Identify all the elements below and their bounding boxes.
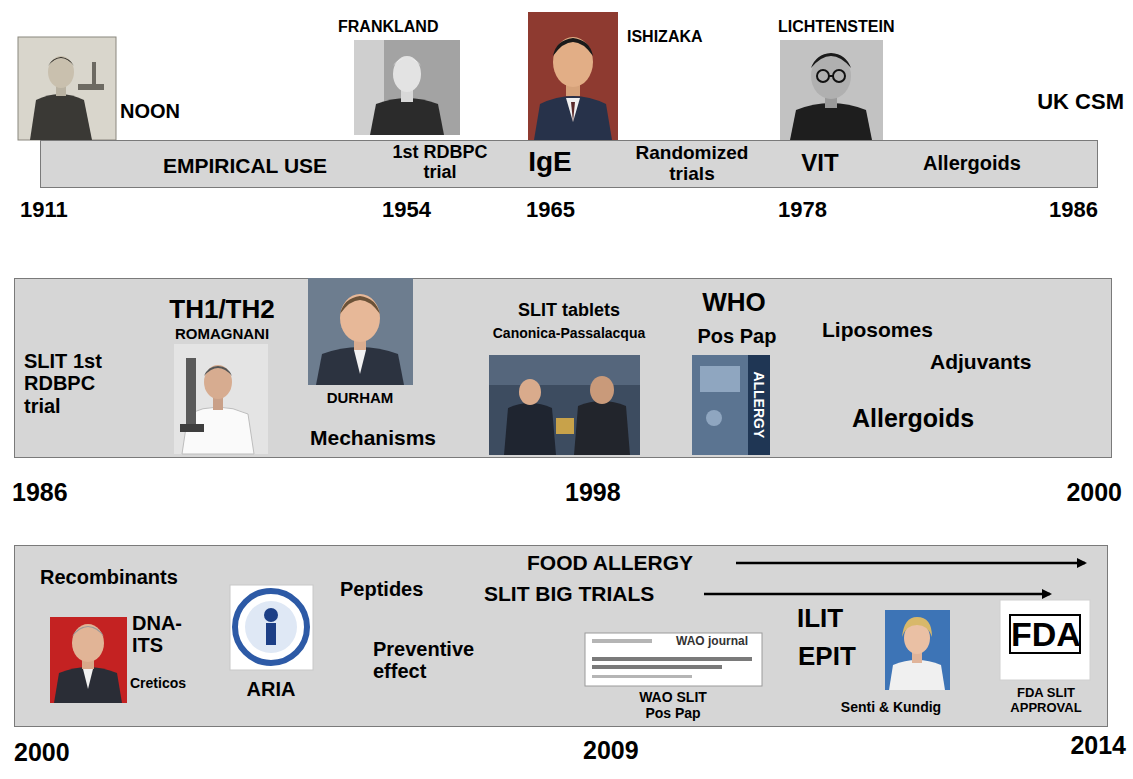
band-text: WHO [702,288,766,317]
band-text: SLIT BIG TRIALS [484,582,654,606]
band-text: Recombinants [40,566,178,588]
band-text: Mechanisms [310,426,436,450]
band-text: SLIT tablets [518,300,620,320]
band-text: EPIT [798,642,856,671]
year-label: 2000 [1066,478,1122,506]
band-text: FOOD ALLERGY [527,551,693,575]
band-text: Allergoids [923,152,1021,174]
band-text: ROMAGNANI [175,326,269,343]
band-text: ILIT [797,604,843,633]
band-text: Canonica-Passalacqua [493,326,646,342]
journal-title: ALLERGY [750,372,766,439]
band-text: Creticos [130,676,186,692]
year-label: 1986 [1049,198,1098,223]
person-name: NOON [120,100,180,122]
year-label: 2000 [14,738,70,766]
band-text: 1st RDBPC trial [385,142,495,182]
band-text: VIT [801,150,838,177]
band-text: Liposomes [822,318,933,342]
year-label: 1911 [20,198,68,223]
year-label: 1998 [565,478,621,506]
band-text: DNA- ITS [132,612,192,657]
person-name: FRANKLAND [338,18,438,36]
timeline-band: RecombinantsDNA- ITS Creticos ARIA Peptides… [14,545,1108,727]
band-text: Allergoids [852,404,974,432]
person-name: LICHTENSTEIN [778,18,894,36]
timeline-band: SLIT 1st RDBPC trial TH1/TH2ROMAGNANI DURH… [14,278,1112,458]
band-text: Randomized trials [617,142,767,185]
band-text: ARIA [247,678,296,700]
year-label: 1986 [12,478,68,506]
year-label: 2009 [583,736,639,764]
band-text: Pos Pap [698,325,777,347]
agency-label: UK CSM [1037,90,1124,115]
band-text: Adjuvants [930,350,1032,374]
year-label: 1978 [778,198,827,223]
band-text: TH1/TH2 [169,295,274,324]
year-label: 1954 [382,198,431,223]
band-text: Preventive effect [373,638,503,683]
band-text: EMPIRICAL USE [163,154,327,178]
timeline-band: EMPIRICAL USE 1st RDBPC trial IgE Randomize… [40,140,1098,188]
journal-title: WAO journal [676,635,748,648]
logo-text: FDA [1011,615,1081,653]
person-name: ISHIZAKA [627,28,703,46]
year-label: 2014 [1070,731,1126,759]
band-text: Senti & Kundig [841,700,941,716]
band-text: FDA SLIT APPROVAL [1000,686,1092,715]
band-text: WAO SLIT Pos Pap [627,690,719,721]
band-text: DURHAM [327,390,394,407]
year-label: 1965 [526,198,575,223]
band-text: Peptides [340,578,423,600]
band-text: IgE [528,146,572,177]
band-text: SLIT 1st RDBPC trial [24,350,119,417]
